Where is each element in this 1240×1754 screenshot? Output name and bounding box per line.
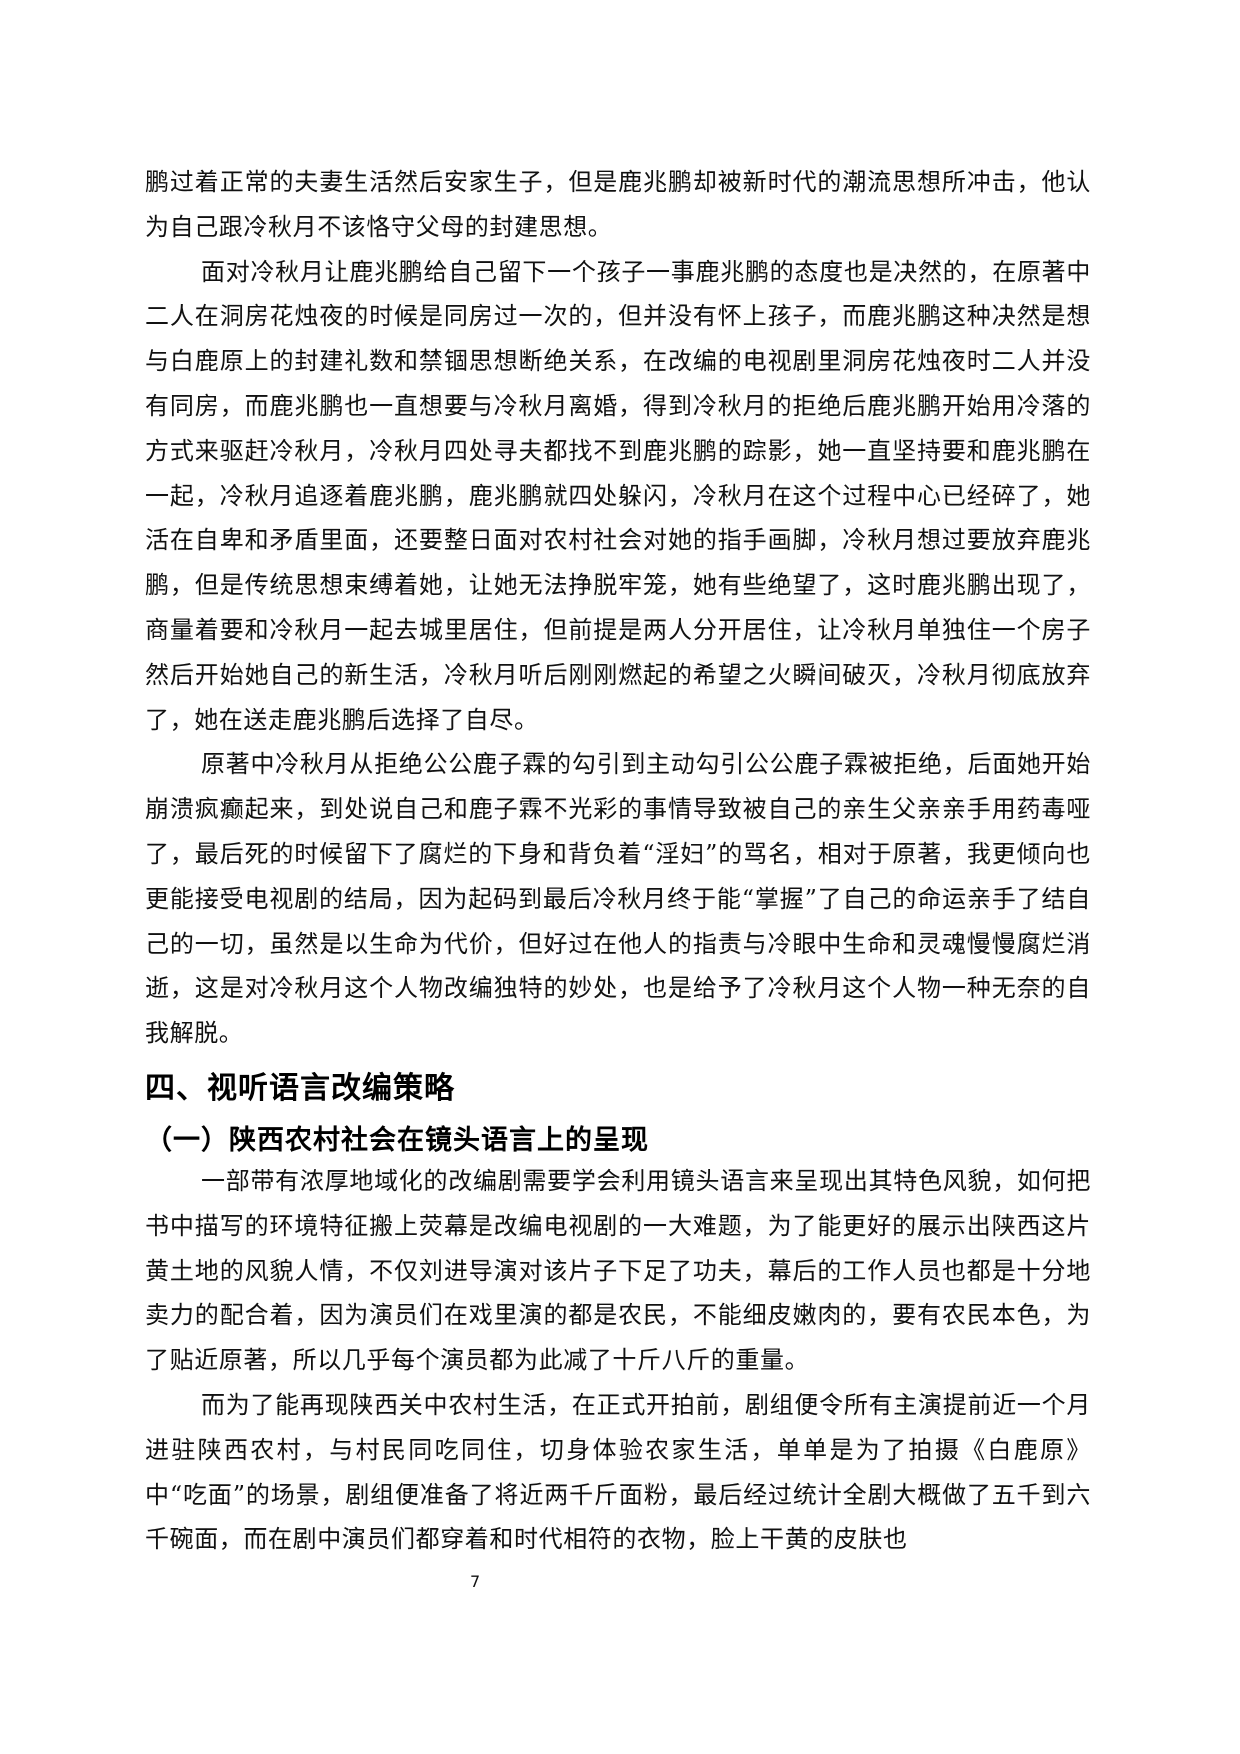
section-heading: 四、视听语言改编策略 <box>145 1071 455 1106</box>
subsection-heading: （一）陕西农村社会在镜头语言上的呈现 <box>145 1125 649 1156</box>
section-body-1: 鹏过着正常的夫妻生活然后安家生子，但是鹿兆鹏却被新时代的潮流思想所冲击，他认为自… <box>145 160 1091 1056</box>
paragraph: 一部带有浓厚地域化的改编剧需要学会利用镜头语言来呈现出其特色风貌，如何把书中描写… <box>145 1167 1091 1375</box>
paragraph: 面对冷秋月让鹿兆鹏给自己留下一个孩子一事鹿兆鹏的态度也是决然的，在原著中二人在洞… <box>145 257 1091 734</box>
section-body-2: 一部带有浓厚地域化的改编剧需要学会利用镜头语言来呈现出其特色风貌，如何把书中描写… <box>145 1159 1091 1562</box>
paragraph: 鹏过着正常的夫妻生活然后安家生子，但是鹿兆鹏却被新时代的潮流思想所冲击，他认为自… <box>145 168 1091 241</box>
paragraph: 原著中冷秋月从拒绝公公鹿子霖的勾引到主动勾引公公鹿子霖被拒绝，后面她开始崩溃疯癫… <box>145 750 1091 1048</box>
page-number: 7 <box>470 1572 481 1591</box>
paragraph: 而为了能再现陕西关中农村生活，在正式开拍前，剧组便令所有主演提前近一个月进驻陕西… <box>145 1390 1091 1554</box>
